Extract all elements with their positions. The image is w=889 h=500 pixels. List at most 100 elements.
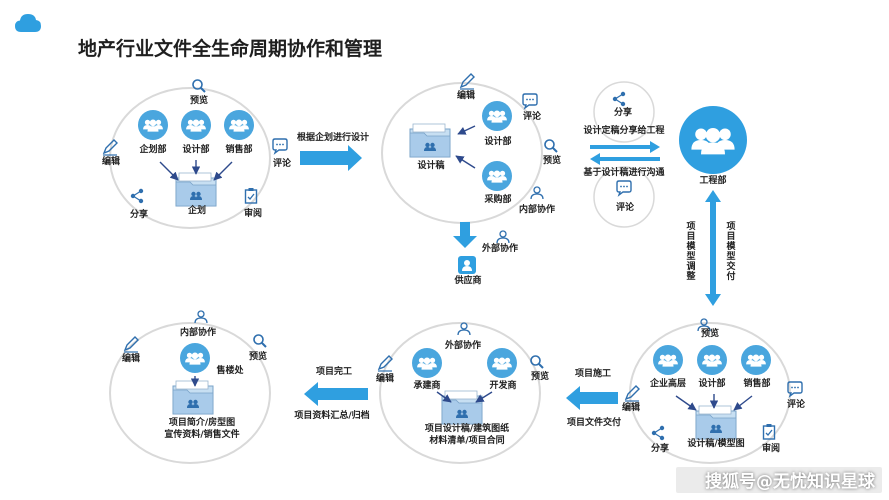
stage4-sales-label: 销售部 bbox=[743, 379, 771, 389]
stage1-preview-label: 预览 bbox=[189, 96, 209, 106]
stage1-preview-icon bbox=[192, 79, 206, 93]
stage6-preview-label: 预览 bbox=[248, 352, 268, 362]
arrow1-block bbox=[300, 145, 362, 171]
stage4-exec-label: 企业高层 bbox=[649, 379, 687, 389]
stage1-design-label: 设计部 bbox=[182, 145, 210, 155]
stage4-doc-label: 设计稿/模型图 bbox=[687, 439, 745, 449]
vertical-left-label: 项目模型调整 bbox=[686, 222, 696, 282]
stage1-sales-label: 销售部 bbox=[225, 145, 253, 155]
stage6-doc-line2: 宣传资料/销售文件 bbox=[164, 430, 240, 440]
from-engineering-arrow bbox=[590, 153, 660, 165]
stage5-developer-label: 开发商 bbox=[489, 381, 517, 391]
stage4-edit-label: 编辑 bbox=[621, 403, 641, 413]
stage1-planning-avatar bbox=[138, 110, 168, 140]
stage2-purchase-label: 采购部 bbox=[484, 195, 512, 205]
stage2-folder-icon bbox=[409, 123, 451, 158]
stage6-edit-label: 编辑 bbox=[121, 354, 141, 364]
arrow5-block bbox=[304, 382, 368, 406]
stage2-preview-icon bbox=[544, 139, 558, 153]
stage2-design-label: 设计部 bbox=[484, 137, 512, 147]
stage2-internal-icon bbox=[530, 186, 544, 200]
stage2-design-avatar bbox=[482, 101, 512, 131]
stage1-folder-icon bbox=[175, 172, 217, 207]
stage1-comment-label: 评论 bbox=[272, 159, 292, 169]
stage2-comment-label: 评论 bbox=[522, 112, 542, 122]
stage1-doc-label: 企划 bbox=[187, 206, 207, 216]
arrow4-block bbox=[566, 386, 618, 410]
stage2-edit-label: 编辑 bbox=[456, 91, 476, 101]
stage1-share-icon bbox=[130, 188, 144, 204]
stage6-preview-icon bbox=[253, 334, 267, 348]
engineering-avatar bbox=[679, 106, 747, 174]
mid-label-right: 设计定稿分享给工程 bbox=[583, 126, 665, 136]
to-engineering-arrow bbox=[590, 141, 660, 153]
stage1-comment-icon bbox=[272, 138, 288, 154]
stage5-external-icon bbox=[457, 322, 471, 336]
stage1-review-icon bbox=[244, 187, 258, 204]
stage4-review-label: 审阅 bbox=[761, 444, 781, 454]
mid-comment-ellipse bbox=[593, 166, 655, 228]
arrow5-bottom-label: 项目资料汇总/归档 bbox=[294, 411, 370, 421]
vertical-double-arrow bbox=[705, 190, 721, 306]
stage1-design-avatar bbox=[181, 110, 211, 140]
stage1-edit-label: 编辑 bbox=[101, 157, 121, 167]
stage1-ellipse bbox=[109, 87, 271, 229]
stage4-design-label: 设计部 bbox=[698, 379, 726, 389]
stage6-doc-line1: 项目简介/房型图 bbox=[168, 418, 236, 428]
stage5-developer-avatar bbox=[487, 348, 517, 378]
stage6-folder-icon bbox=[172, 380, 214, 415]
supplier-icon bbox=[458, 256, 476, 274]
stage2-ellipse bbox=[381, 82, 543, 224]
stage4-sales-avatar bbox=[741, 345, 771, 375]
stage5-doc-line2: 材料清单/项目合同 bbox=[429, 436, 505, 446]
supplier-external-icon bbox=[496, 230, 510, 244]
stage6-sales-avatar bbox=[180, 343, 210, 373]
stage2-doc-label: 设计稿 bbox=[417, 161, 445, 171]
stage6-sales-label: 售楼处 bbox=[216, 366, 244, 376]
stage1-review-label: 审阅 bbox=[243, 209, 263, 219]
stage4-comment-label: 评论 bbox=[786, 400, 806, 410]
stage6-internal-label: 内部协作 bbox=[179, 328, 217, 338]
stage5-preview-label: 预览 bbox=[530, 372, 550, 382]
stage6-internal-icon bbox=[194, 310, 208, 324]
watermark: 搜狐号@无忧知识星球 bbox=[705, 472, 875, 492]
stage4-exec-avatar bbox=[653, 345, 683, 375]
stage2-internal-label: 内部协作 bbox=[518, 205, 556, 215]
mid-share-label: 分享 bbox=[613, 108, 633, 118]
mid-share-ellipse bbox=[593, 81, 655, 143]
page-title: 地产行业文件全生命周期协作和管理 bbox=[78, 38, 383, 60]
cloud-logo-icon bbox=[15, 14, 41, 32]
stage2-comment-icon bbox=[522, 93, 538, 109]
stage5-contractor-label: 承建商 bbox=[413, 381, 441, 391]
mid-comment-icon bbox=[616, 180, 632, 196]
stage5-contractor-avatar bbox=[412, 348, 442, 378]
stage5-edit-label: 编辑 bbox=[375, 374, 395, 384]
stage4-folder-icon bbox=[695, 405, 737, 440]
arrow1-label: 根据企划进行设计 bbox=[296, 133, 370, 143]
stage5-external-label: 外部协作 bbox=[444, 341, 482, 351]
stage4-share-label: 分享 bbox=[650, 444, 670, 454]
mid-label-left: 基于设计稿进行沟通 bbox=[583, 168, 665, 178]
stage4-design-avatar bbox=[697, 345, 727, 375]
stage1-share-label: 分享 bbox=[129, 210, 149, 220]
engineering-label: 工程部 bbox=[699, 176, 727, 186]
stage5-ellipse bbox=[379, 322, 541, 464]
stage4-edit-icon bbox=[624, 385, 640, 402]
stage4-share-icon bbox=[651, 425, 665, 441]
stage5-folder-icon bbox=[441, 390, 483, 425]
arrow4-bottom-label: 项目文件交付 bbox=[566, 418, 622, 428]
stage2-preview-label: 预览 bbox=[542, 156, 562, 166]
stage4-preview-label: 预览 bbox=[700, 329, 720, 339]
stage1-sales-avatar bbox=[224, 110, 254, 140]
arrow4-top-label: 项目施工 bbox=[574, 369, 612, 379]
supplier-down-arrow bbox=[453, 222, 477, 248]
mid-share-icon bbox=[612, 91, 626, 107]
stage2-purchase-avatar bbox=[482, 161, 512, 191]
stage2-edit-icon bbox=[459, 73, 475, 90]
stage5-doc-line1: 项目设计稿/建筑图纸 bbox=[424, 424, 510, 434]
vertical-right-label: 项目模型交付 bbox=[726, 222, 736, 282]
arrow5-top-label: 项目完工 bbox=[315, 367, 353, 377]
mid-comment-label: 评论 bbox=[615, 203, 635, 213]
supplier-external-label: 外部协作 bbox=[481, 244, 519, 254]
